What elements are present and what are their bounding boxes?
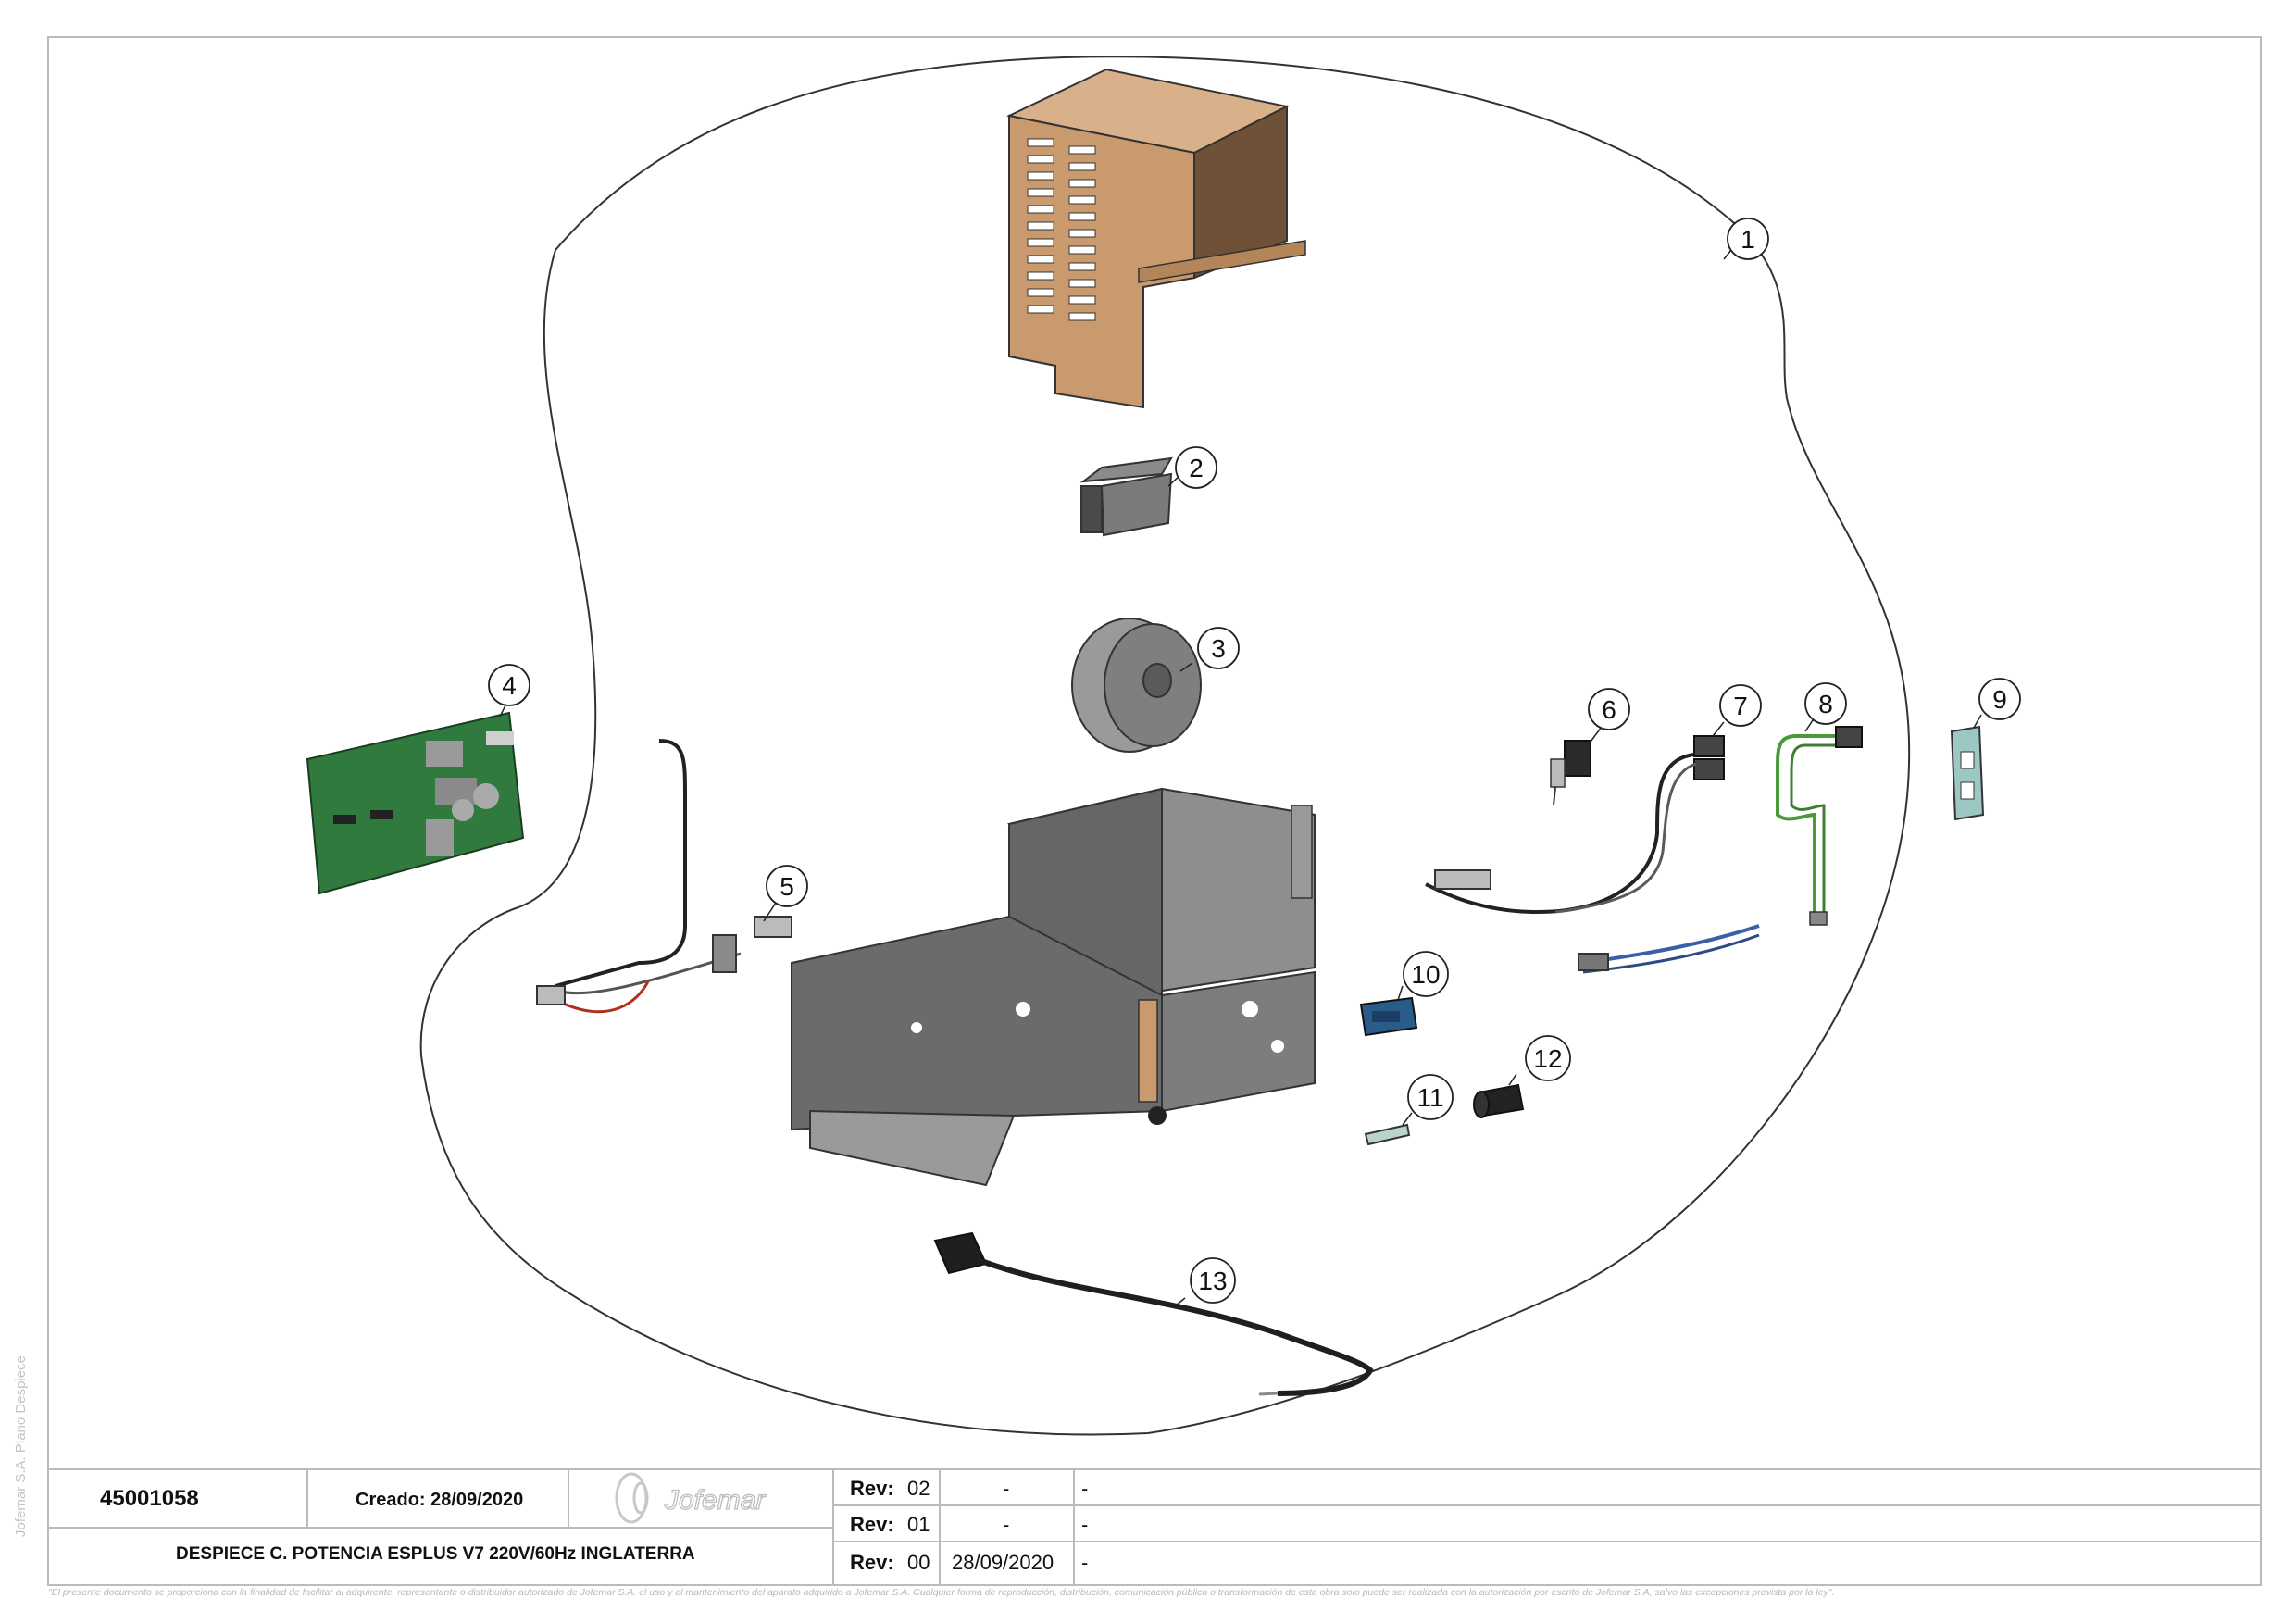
- callout-6: 6: [1588, 688, 1630, 730]
- callout-2-label: 2: [1189, 454, 1204, 482]
- callout-4-label: 4: [502, 671, 517, 700]
- part-chassis: [791, 787, 1316, 1187]
- callout-7-label: 7: [1733, 692, 1748, 720]
- callout-1: 1: [1727, 218, 1769, 260]
- revision-note: -: [1081, 1513, 1089, 1536]
- callout-7: 7: [1719, 684, 1762, 727]
- part-harness-switch: [536, 739, 792, 1014]
- revision-label: Rev:: [850, 1513, 894, 1536]
- part-number: 45001058: [100, 1486, 199, 1511]
- callout-9: 9: [1978, 678, 2021, 720]
- part-power-cord: [933, 1231, 1374, 1396]
- created-date: Creado: 28/09/2020: [356, 1490, 524, 1510]
- part-pcb: [306, 711, 525, 895]
- callout-12-label: 12: [1533, 1044, 1562, 1073]
- revision-date: -: [1003, 1477, 1010, 1500]
- part-cover: [1005, 68, 1306, 409]
- company-logo-text: Jofemar: [664, 1485, 766, 1516]
- side-label: Jofemar S.A. Plano Despiece: [13, 1355, 29, 1537]
- drawing-title: DESPIECE C. POTENCIA ESPLUS V7 220V/60Hz…: [176, 1544, 695, 1564]
- callout-5-label: 5: [780, 872, 794, 901]
- callout-13: 13: [1190, 1257, 1236, 1304]
- revision-note: -: [1081, 1477, 1089, 1500]
- callout-11-label: 11: [1416, 1083, 1443, 1112]
- callout-10-label: 10: [1411, 960, 1440, 989]
- legal-disclaimer: "El presente documento se proporciona co…: [48, 1587, 1835, 1598]
- revision-note: -: [1081, 1551, 1089, 1574]
- revision-number: 00: [907, 1551, 930, 1574]
- callouts: 1 2 3 4 5 6 7 8 9 10 11 12 13: [488, 218, 2021, 1304]
- company-logo: Jofemar: [615, 1472, 767, 1524]
- part-harness-7: [1425, 735, 1725, 915]
- revision-number: 02: [907, 1477, 930, 1500]
- revision-date: -: [1003, 1513, 1010, 1536]
- callout-4: 4: [488, 664, 530, 706]
- callout-3: 3: [1197, 627, 1240, 669]
- callout-11: 11: [1407, 1074, 1454, 1120]
- title-block: [48, 1468, 2261, 1586]
- revision-number: 01: [907, 1513, 930, 1536]
- part-fuse-holder: [1473, 1083, 1525, 1118]
- part-plate: [1950, 725, 1985, 821]
- revision-date: 28/09/2020: [952, 1551, 1054, 1574]
- callout-6-label: 6: [1602, 695, 1616, 724]
- part-harness-8: [1578, 726, 1863, 974]
- callout-13-label: 13: [1198, 1267, 1227, 1295]
- callout-12: 12: [1525, 1035, 1571, 1081]
- callout-2: 2: [1175, 446, 1217, 489]
- callout-10: 10: [1403, 951, 1449, 997]
- assembly-boundary: [419, 56, 1911, 1436]
- callout-5: 5: [766, 865, 808, 907]
- part-switch: [1359, 996, 1418, 1037]
- leader-lines: [499, 249, 1982, 1306]
- part-block: [1079, 456, 1173, 537]
- callout-8: 8: [1804, 682, 1847, 725]
- callout-1-label: 1: [1741, 225, 1755, 254]
- cover-vent-slots: [1027, 138, 1096, 321]
- callout-9-label: 9: [1992, 685, 2007, 714]
- part-fuse: [1364, 1123, 1411, 1146]
- part-transformer: [1071, 618, 1202, 753]
- revision-label: Rev:: [850, 1477, 894, 1500]
- revision-label: Rev:: [850, 1551, 894, 1574]
- callout-8-label: 8: [1818, 690, 1833, 718]
- callout-3-label: 3: [1211, 634, 1226, 663]
- part-connector-6: [1550, 740, 1591, 806]
